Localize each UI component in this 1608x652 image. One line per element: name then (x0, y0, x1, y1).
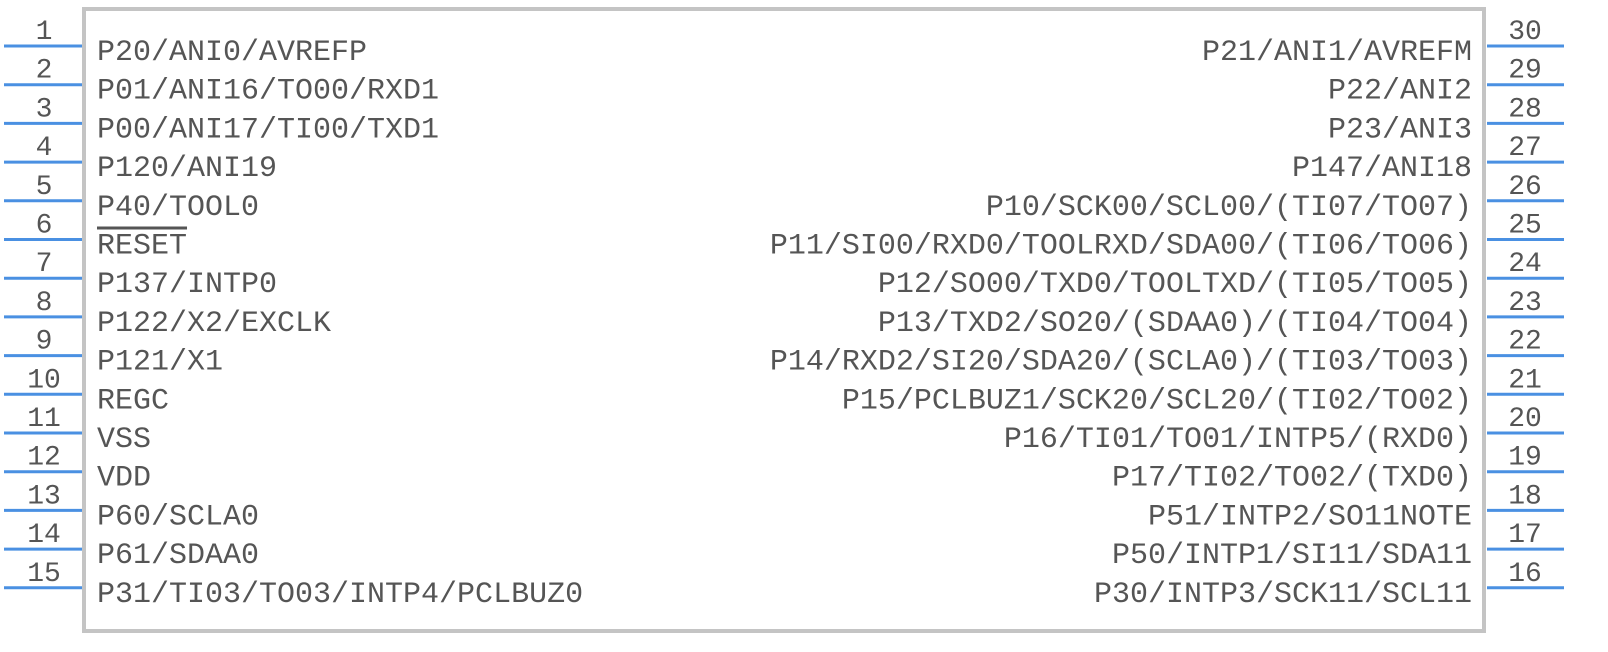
pin-30-number: 30 (1508, 17, 1542, 48)
pin-11-number: 11 (27, 404, 61, 435)
pin-7-number: 7 (36, 249, 53, 280)
pin-26-number: 26 (1508, 172, 1542, 203)
pin-22-label: P14/RXD2/SI20/SDA20/(SCLA0)/(TI03/TO03) (770, 346, 1472, 380)
pin-8-label: P122/X2/EXCLK (97, 307, 331, 341)
pin-9-label: P121/X1 (97, 346, 223, 380)
pin-18-number: 18 (1508, 481, 1542, 512)
pin-24-label: P12/SO00/TXD0/TOOLTXD/(TI05/TO05) (878, 268, 1472, 302)
pin-13-label: P60/SCLA0 (97, 500, 259, 534)
pin-5-number: 5 (36, 172, 53, 203)
pin-2-number: 2 (36, 56, 53, 87)
pin-22-number: 22 (1508, 327, 1542, 358)
pin-14-number: 14 (27, 520, 61, 551)
pin-25-number: 25 (1508, 211, 1542, 242)
pin-25-label: P11/SI00/RXD0/TOOLRXD/SDA00/(TI06/TO06) (770, 230, 1472, 264)
pin-14-label: P61/SDAA0 (97, 539, 259, 573)
pin-20-label: P16/TI01/TO01/INTP5/(RXD0) (1004, 423, 1472, 457)
pin-19-label: P17/TI02/TO02/(TXD0) (1112, 462, 1472, 496)
chip-body (82, 7, 1486, 633)
pin-15-number: 15 (27, 559, 61, 590)
pin-13-number: 13 (27, 481, 61, 512)
pin-12-label: VDD (97, 462, 151, 496)
pin-28-number: 28 (1508, 94, 1542, 125)
pin-27-number: 27 (1508, 133, 1542, 164)
pin-17-label: P50/INTP1/SI11/SDA11 (1112, 539, 1472, 573)
pin-23-number: 23 (1508, 288, 1542, 319)
pin-26-label: P10/SCK00/SCL00/(TI07/TO07) (986, 191, 1472, 225)
pin-1-label: P20/ANI0/AVREFP (97, 36, 367, 70)
pin-30-label: P21/ANI1/AVREFM (1202, 36, 1472, 70)
pin-16-number: 16 (1508, 559, 1542, 590)
pin-5-label: P40/TOOL0 (97, 191, 259, 225)
pin-1-number: 1 (36, 17, 53, 48)
pin-23-label: P13/TXD2/SO20/(SDAA0)/(TI04/TO04) (878, 307, 1472, 341)
pin-11-label: VSS (97, 423, 151, 457)
pin-3-label: P00/ANI17/TI00/TXD1 (97, 113, 439, 147)
pin-29-number: 29 (1508, 56, 1542, 87)
pin-6-number: 6 (36, 211, 53, 242)
pin-10-number: 10 (27, 365, 61, 396)
pin-28-label: P23/ANI3 (1328, 113, 1472, 147)
pin-24-number: 24 (1508, 249, 1542, 280)
pin-10-label: REGC (97, 384, 169, 418)
pin-2-label: P01/ANI16/TO00/RXD1 (97, 75, 439, 109)
pin-17-number: 17 (1508, 520, 1542, 551)
pin-19-number: 19 (1508, 443, 1542, 474)
pin-20-number: 20 (1508, 404, 1542, 435)
pin-21-number: 21 (1508, 365, 1542, 396)
pin-4-label: P120/ANI19 (97, 152, 277, 186)
pin-27-label: P147/ANI18 (1292, 152, 1472, 186)
pin-6-label: RESET (97, 230, 187, 264)
pin-12-number: 12 (27, 443, 61, 474)
pin-8-number: 8 (36, 288, 53, 319)
pin-3-number: 3 (36, 94, 53, 125)
pin-16-label: P30/INTP3/SCK11/SCL11 (1094, 578, 1472, 612)
pin-29-label: P22/ANI2 (1328, 75, 1472, 109)
pin-9-number: 9 (36, 327, 53, 358)
pin-4-number: 4 (36, 133, 53, 164)
pin-15-label: P31/TI03/TO03/INTP4/PCLBUZ0 (97, 578, 583, 612)
pin-7-label: P137/INTP0 (97, 268, 277, 302)
pin-18-label: P51/INTP2/SO11NOTE (1148, 500, 1472, 534)
pin-21-label: P15/PCLBUZ1/SCK20/SCL20/(TI02/TO02) (842, 384, 1472, 418)
